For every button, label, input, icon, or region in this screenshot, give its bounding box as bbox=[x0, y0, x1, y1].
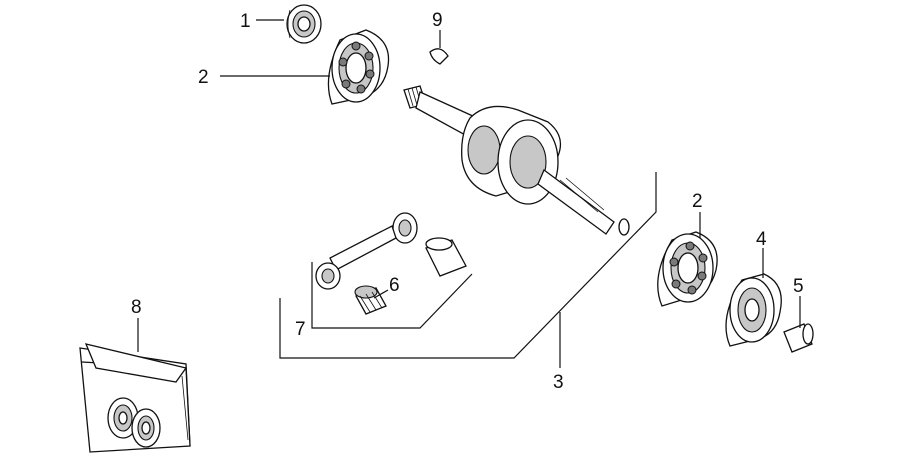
part-crankshaft bbox=[403, 85, 630, 236]
callout-9: 9 bbox=[432, 10, 443, 31]
callout-3: 3 bbox=[553, 372, 564, 393]
callout-7: 7 bbox=[295, 319, 306, 340]
bracket-crank-assembly bbox=[279, 172, 657, 359]
part-oil-seal bbox=[286, 4, 322, 44]
callout-1: 1 bbox=[240, 11, 251, 32]
part-bearing-upper bbox=[327, 29, 390, 105]
callout-2-lower: 2 bbox=[692, 191, 703, 212]
part-pin bbox=[783, 323, 814, 353]
callout-2-upper: 2 bbox=[198, 67, 209, 88]
callout-8: 8 bbox=[131, 297, 142, 318]
part-needle-bearing bbox=[354, 285, 387, 315]
callout-6: 6 bbox=[389, 275, 400, 296]
callout-5: 5 bbox=[793, 276, 804, 297]
bracket-rod-kit bbox=[311, 262, 473, 329]
leader-6 bbox=[373, 289, 389, 299]
callout-4: 4 bbox=[756, 229, 767, 250]
part-bearing-lower bbox=[657, 231, 718, 307]
part-key bbox=[429, 48, 449, 65]
part-bearing-outer bbox=[725, 273, 782, 347]
part-connecting-rod bbox=[315, 212, 467, 290]
part-bearing-kit bbox=[79, 343, 191, 453]
